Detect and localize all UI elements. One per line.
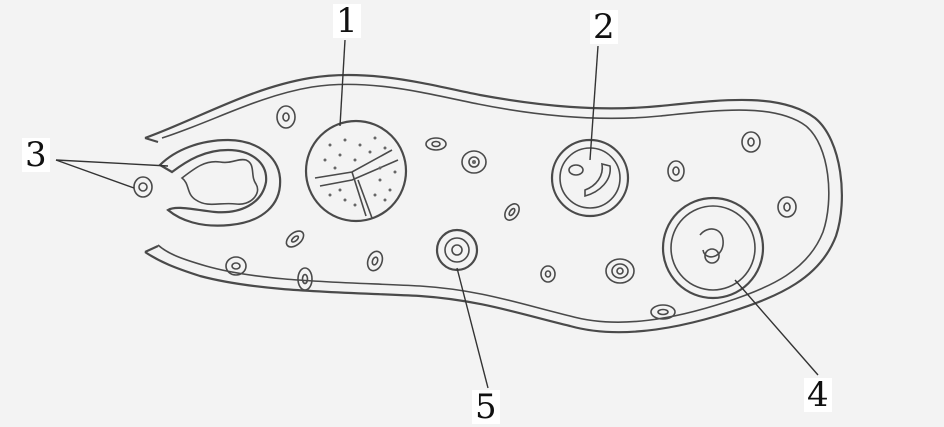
food-vacuole-5-outer [437,230,477,270]
label-2: 2 [590,10,618,44]
contractile-vacuole-inner [671,206,755,290]
contractile-vacuole-outer [663,198,763,298]
label-4: 4 [804,378,832,412]
label-1: 1 [333,4,361,38]
label-5: 5 [472,390,500,424]
cytostome-inner [182,160,258,205]
leader-lines [56,40,818,388]
food-particle-3 [134,177,152,197]
label-3: 3 [22,138,50,172]
cytostome-outer [160,140,280,226]
